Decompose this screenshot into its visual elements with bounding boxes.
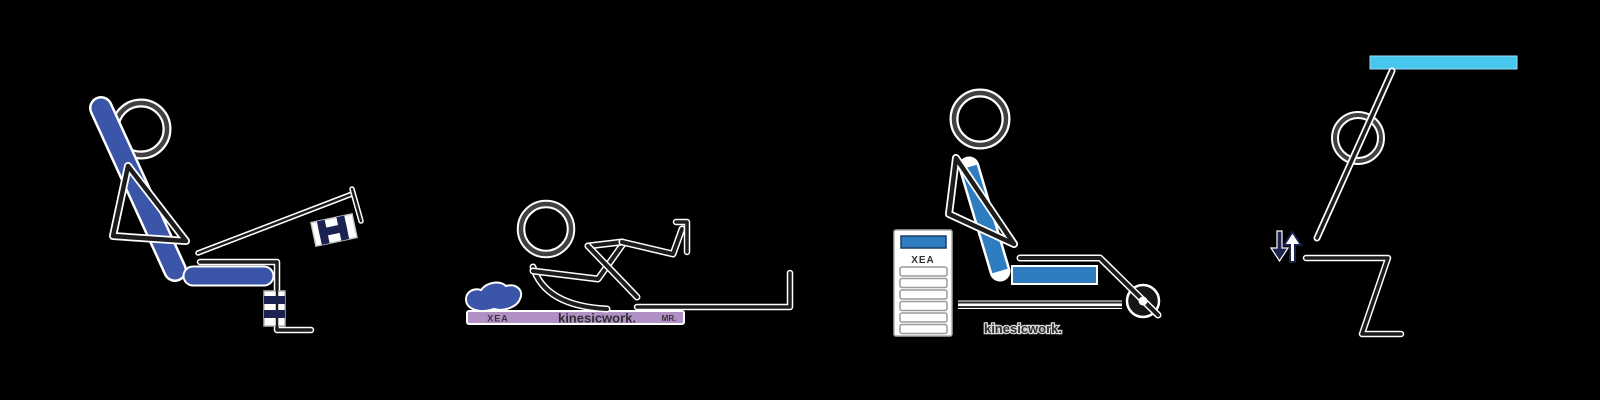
arm-line bbox=[531, 242, 625, 281]
pedal-stripe-mid bbox=[318, 223, 348, 238]
arrow-down-icon bbox=[1269, 230, 1290, 263]
shin-line bbox=[620, 227, 684, 256]
mat-label-brand: kinesicwork. bbox=[558, 311, 636, 326]
weight-plate bbox=[899, 277, 948, 289]
body-line bbox=[1315, 69, 1394, 240]
mat-label-right: MR. bbox=[662, 314, 677, 323]
arrow-up-icon bbox=[1282, 230, 1303, 263]
ground-line bbox=[635, 271, 792, 309]
weight-plates bbox=[899, 266, 948, 335]
figure-machine: XEA kinesicwork. bbox=[893, 88, 1162, 337]
ankle-stripe-top bbox=[264, 296, 285, 304]
torso-triangle bbox=[110, 163, 189, 244]
thigh-line bbox=[586, 240, 624, 248]
desk-surface bbox=[1369, 55, 1518, 70]
weight-plate bbox=[899, 266, 948, 277]
chair-halo bbox=[1302, 254, 1405, 338]
seat-bar bbox=[1011, 265, 1098, 285]
leg-line bbox=[196, 192, 354, 255]
mat-label-left: XEA bbox=[487, 314, 509, 324]
cross-leg-line bbox=[586, 244, 639, 299]
ground-halo bbox=[633, 269, 794, 311]
height-arrows-icon bbox=[1269, 230, 1303, 263]
figure-desk bbox=[1269, 55, 1518, 338]
brand-label: kinesicwork. bbox=[984, 321, 1062, 336]
pillow bbox=[465, 281, 523, 313]
ground-halo bbox=[958, 300, 1122, 309]
pedal-arm-line bbox=[350, 187, 363, 223]
weight-plate bbox=[899, 300, 948, 312]
figure-recline bbox=[89, 96, 364, 334]
head-icon bbox=[1333, 113, 1383, 163]
foot-plate bbox=[674, 220, 689, 254]
weight-plate bbox=[899, 289, 948, 300]
wheel-hub bbox=[1138, 296, 1148, 306]
head-icon bbox=[518, 201, 574, 257]
exercise-mat bbox=[466, 310, 685, 325]
torso-triangle bbox=[946, 155, 1017, 247]
chair-outline bbox=[1304, 256, 1403, 336]
stack-selector-bar bbox=[900, 235, 947, 249]
weight-plate bbox=[899, 323, 948, 335]
pedal-stripes bbox=[316, 215, 350, 245]
figure-mat: XEA kinesicwork. MR. bbox=[465, 199, 794, 326]
stack-label: XEA bbox=[911, 255, 935, 266]
weight-plate bbox=[899, 312, 948, 323]
frame-line bbox=[1018, 256, 1160, 317]
ankle-stripe-bottom bbox=[264, 310, 285, 318]
head-icon bbox=[951, 90, 1009, 148]
